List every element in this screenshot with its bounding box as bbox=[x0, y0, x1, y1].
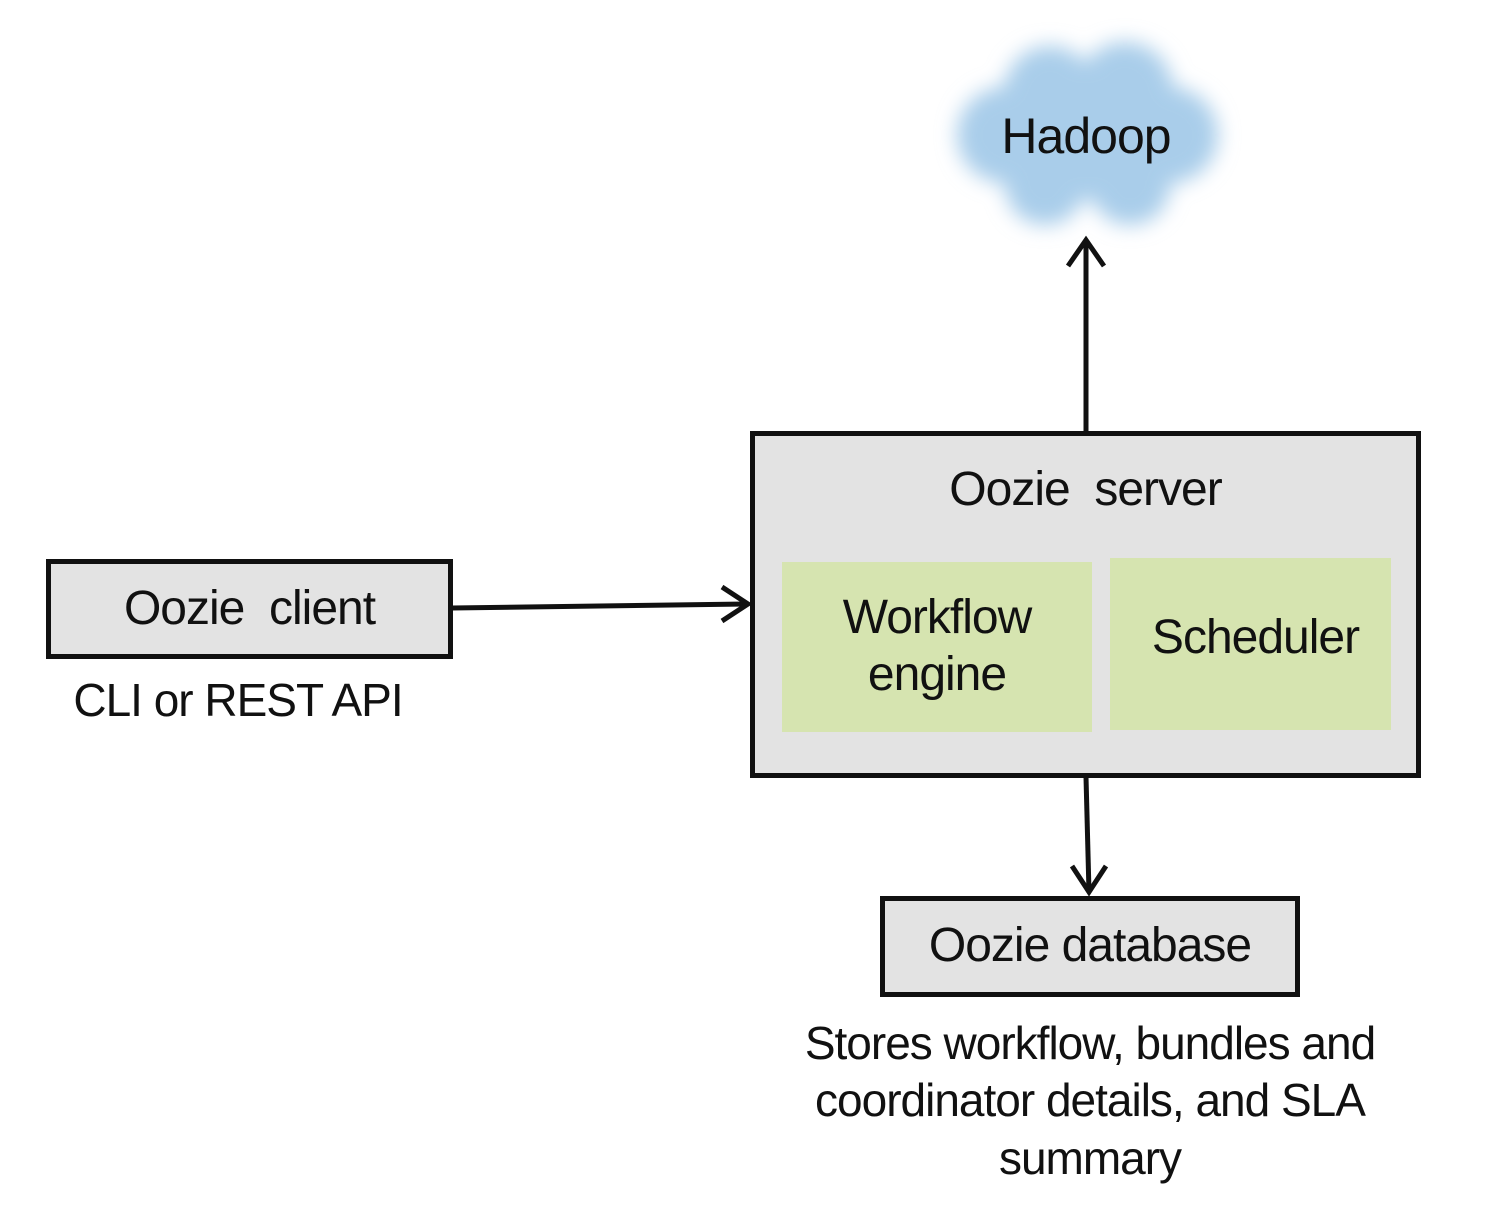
oozie-database-caption: Stores workflow, bundles and coordinator… bbox=[780, 1012, 1400, 1190]
database-caption-line3: summary bbox=[998, 1131, 1182, 1184]
oozie-database-box: Oozie database bbox=[880, 896, 1300, 997]
hadoop-cloud-icon bbox=[957, 42, 1218, 225]
oozie-client-box: Oozie client bbox=[46, 559, 453, 659]
workflow-engine-line2: engine bbox=[867, 648, 1007, 701]
scheduler-label: Scheduler bbox=[1151, 610, 1360, 664]
oozie-client-label: Oozie client bbox=[123, 581, 376, 635]
workflow-engine-label: Workflow engine bbox=[782, 562, 1092, 732]
oozie-server-label: Oozie server bbox=[949, 462, 1222, 516]
edge-server-to-hadoop bbox=[1065, 235, 1107, 431]
oozie-server-box: Oozie server Workflow engine Scheduler bbox=[750, 431, 1421, 778]
edge-client-to-server bbox=[451, 584, 753, 624]
edge-server-to-database bbox=[1069, 776, 1109, 897]
oozie-client-caption: CLI or REST API bbox=[73, 673, 403, 726]
oozie-database-label: Oozie database bbox=[928, 919, 1252, 973]
scheduler-box: Scheduler bbox=[1110, 558, 1391, 730]
database-caption-line2: coordinator details, and SLA bbox=[815, 1074, 1366, 1127]
workflow-engine-line1: Workflow bbox=[842, 591, 1032, 645]
workflow-engine-box: Workflow engine bbox=[782, 562, 1092, 732]
hadoop-label: Hadoop bbox=[1001, 107, 1171, 164]
database-caption-line1: Stores workflow, bundles and bbox=[804, 1016, 1376, 1069]
